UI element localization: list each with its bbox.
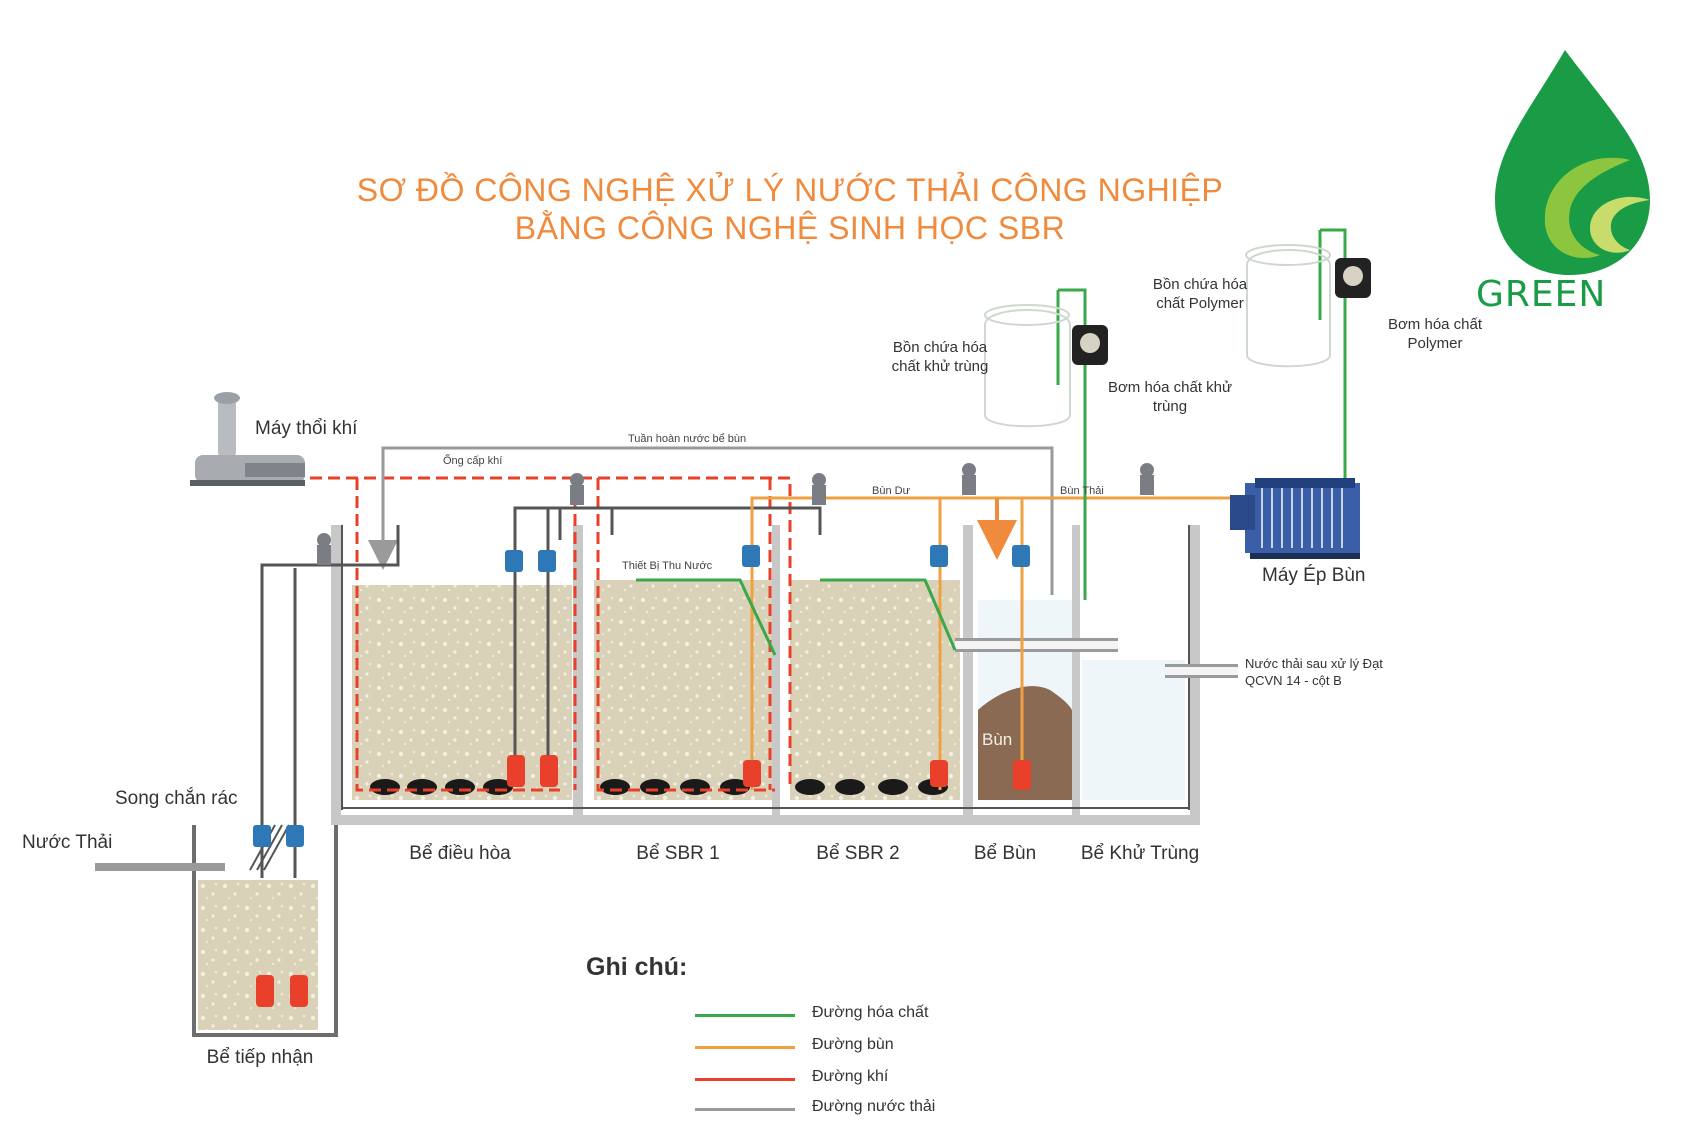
label-sludge-press: Máy Ép Bùn — [1262, 565, 1366, 586]
label-treated-outlet: Nước thải sau xử lý Đạt QCVN 14 - cột B — [1245, 656, 1383, 688]
label-air-supply: Ống cấp khí — [443, 455, 503, 467]
tank-label-sludge: Bể Bùn — [973, 843, 1037, 864]
diagram-title-line2: BẰNG CÔNG NGHỆ SINH HỌC SBR — [514, 210, 1066, 246]
air-blower — [190, 392, 305, 486]
main-tank-row — [331, 525, 1200, 825]
diagram-title-line1: SƠ ĐỒ CÔNG NGHỆ XỬ LÝ NƯỚC THẢI CÔNG NGH… — [356, 172, 1224, 208]
tank-label-equalization: Bể điều hòa — [409, 843, 511, 864]
legend-title: Ghi chú: — [586, 953, 688, 981]
tank-label-receiving: Bể tiếp nhận — [206, 1047, 314, 1068]
chemical-tanks — [984, 244, 1331, 428]
label-decanter: Thiết Bị Thu Nước — [622, 560, 713, 572]
sludge-press — [1230, 478, 1360, 559]
label-excess-sludge: Bùn Dư — [872, 485, 910, 497]
legend-swatch-sludge — [695, 1046, 795, 1049]
logo-wordmark: GREEN — [1476, 274, 1607, 315]
tank-label-sbr1: Bể SBR 1 — [636, 843, 720, 864]
air-diffusers — [370, 779, 948, 795]
dosing-pumps — [1072, 258, 1371, 365]
valves — [253, 463, 1154, 847]
label-tank-polymer: Bồn chứa hóa chất Polymer — [1152, 276, 1248, 312]
label-wastewater-in: Nước Thải — [22, 832, 113, 853]
tank-label-sbr2: Bể SBR 2 — [816, 843, 900, 864]
label-sludge-in-tank: Bùn — [982, 730, 1013, 749]
green-logo — [1495, 50, 1650, 275]
legend-swatch-chemical — [695, 1014, 795, 1017]
submersible-pumps — [256, 755, 1031, 1007]
legend-label-chemical: Đường hóa chất — [812, 1004, 929, 1021]
label-tank-disinfectant: Bồn chứa hóa chất khử trùng — [891, 339, 989, 375]
legend-label-water: Đường nước thải — [812, 1098, 936, 1115]
label-pump-disinfectant: Bơm hóa chất khử trùng — [1107, 379, 1233, 415]
legend-swatch-air — [695, 1078, 795, 1081]
legend-swatch-water — [695, 1108, 795, 1111]
label-waste-sludge: Bùn Thải — [1060, 485, 1104, 497]
wastewater-lines — [260, 446, 1238, 878]
label-blower: Máy thổi khí — [255, 418, 358, 439]
label-pump-polymer: Bơm hóa chất Polymer — [1387, 316, 1483, 352]
tank-label-disinfection: Bể Khử Trùng — [1080, 843, 1200, 864]
legend-label-sludge: Đường bùn — [812, 1036, 894, 1053]
chemical-lines — [636, 228, 1347, 656]
label-screen: Song chắn rác — [115, 788, 238, 809]
legend-label-air: Đường khí — [812, 1068, 889, 1085]
label-sludge-recirculation: Tuần hoàn nước bể bùn — [628, 433, 747, 445]
air-supply-lines — [310, 476, 792, 792]
